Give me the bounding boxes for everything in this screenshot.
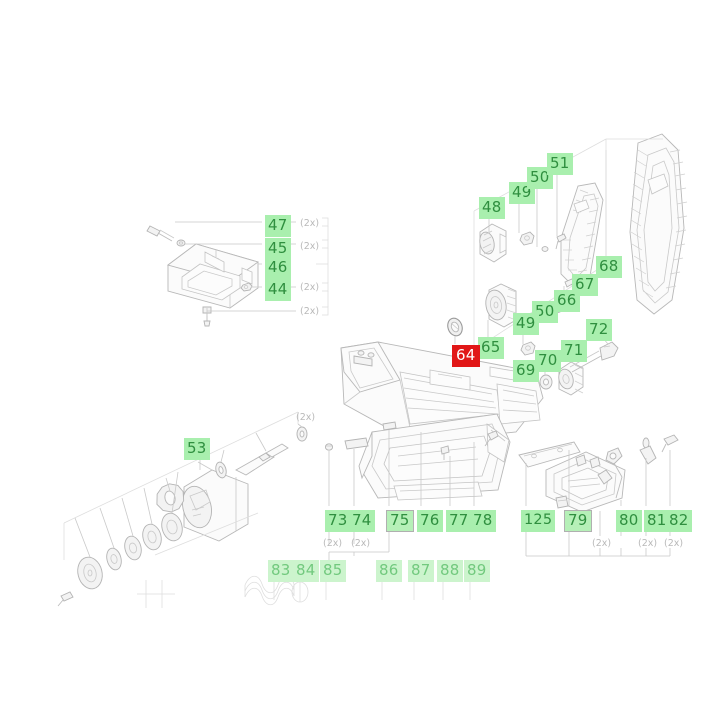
callout-81[interactable]: 81: [644, 510, 670, 532]
callout-51[interactable]: 51: [547, 153, 573, 175]
quantity-label: (2x): [323, 538, 343, 549]
screw-motor: [57, 591, 74, 607]
clip-79-part: [597, 469, 613, 485]
pinion-48: [479, 223, 507, 263]
washer-45: [176, 239, 186, 247]
screw-47: [146, 225, 175, 242]
lever-125: [639, 445, 657, 465]
callout-84[interactable]: 84: [293, 560, 319, 582]
callout-87[interactable]: 87: [408, 560, 434, 582]
quantity-label: (2x): [592, 538, 612, 549]
washer-84: [291, 581, 309, 603]
washer-69: [539, 374, 553, 390]
callout-49[interactable]: 49: [513, 313, 539, 335]
pin-81: [642, 437, 650, 456]
callout-78[interactable]: 78: [470, 510, 496, 532]
screw-82: [661, 434, 679, 453]
bolt-78: [484, 430, 499, 447]
motor-can-53: [182, 469, 249, 542]
screw-77: [440, 445, 450, 460]
quantity-label: (2x): [300, 282, 320, 293]
callout-73[interactable]: 73: [325, 510, 351, 532]
callout-69[interactable]: 69: [513, 360, 539, 382]
screw-bottom-cover: [202, 306, 212, 327]
quantity-label: (2x): [664, 538, 684, 549]
callout-71[interactable]: 71: [561, 340, 587, 362]
callout-70[interactable]: 70: [535, 350, 561, 372]
callout-80[interactable]: 80: [616, 510, 642, 532]
callout-89[interactable]: 89: [464, 560, 490, 582]
quantity-label: (2x): [300, 218, 320, 229]
nut-49-upper: [519, 231, 535, 246]
washer-50-upper: [541, 246, 549, 252]
callout-76[interactable]: 76: [417, 510, 443, 532]
bolt-51: [555, 233, 567, 250]
callout-88[interactable]: 88: [437, 560, 463, 582]
callout-46[interactable]: 46: [265, 257, 291, 279]
washer-stack: [77, 512, 183, 590]
callout-72[interactable]: 72: [586, 319, 612, 341]
callout-48[interactable]: 48: [479, 197, 505, 219]
callout-82[interactable]: 82: [666, 510, 692, 532]
callout-85[interactable]: 85: [320, 560, 346, 582]
tab-75: [382, 421, 397, 431]
nut-73: [324, 443, 334, 451]
callout-74[interactable]: 74: [349, 510, 375, 532]
callout-77[interactable]: 77: [446, 510, 472, 532]
plate-74: [344, 437, 369, 450]
callout-50[interactable]: 50: [527, 167, 553, 189]
quantity-label: (2x): [300, 306, 320, 317]
callout-53[interactable]: 53: [184, 438, 210, 460]
washer-shaft: [215, 461, 227, 479]
callout-66[interactable]: 66: [554, 290, 580, 312]
star-washer: [156, 483, 185, 513]
quantity-label: (2x): [300, 241, 320, 252]
callout-86[interactable]: 86: [376, 560, 402, 582]
clip-80: [605, 447, 623, 499]
shaft: [235, 443, 289, 476]
callout-45[interactable]: 45: [265, 238, 291, 260]
nut-44: [240, 282, 253, 292]
callout-83[interactable]: 83: [268, 560, 294, 582]
callout-79[interactable]: 79: [564, 510, 592, 532]
bearing-64: [447, 317, 463, 337]
quantity-label: (2x): [351, 538, 371, 549]
nut-49-lower: [520, 341, 536, 356]
callout-75[interactable]: 75: [386, 510, 414, 532]
callout-44[interactable]: 44: [265, 279, 291, 301]
callout-64-selected[interactable]: 64: [452, 345, 480, 367]
hub-71: [558, 361, 584, 396]
callout-125[interactable]: 125: [521, 510, 556, 532]
quantity-label: (2x): [296, 412, 316, 423]
clip-2x: [296, 426, 308, 442]
belt-68: [629, 133, 688, 315]
gear-65: [485, 283, 517, 328]
callout-65[interactable]: 65: [478, 337, 504, 359]
quantity-label: (2x): [638, 538, 658, 549]
callout-47[interactable]: 47: [265, 215, 291, 237]
callout-68[interactable]: 68: [596, 256, 622, 278]
